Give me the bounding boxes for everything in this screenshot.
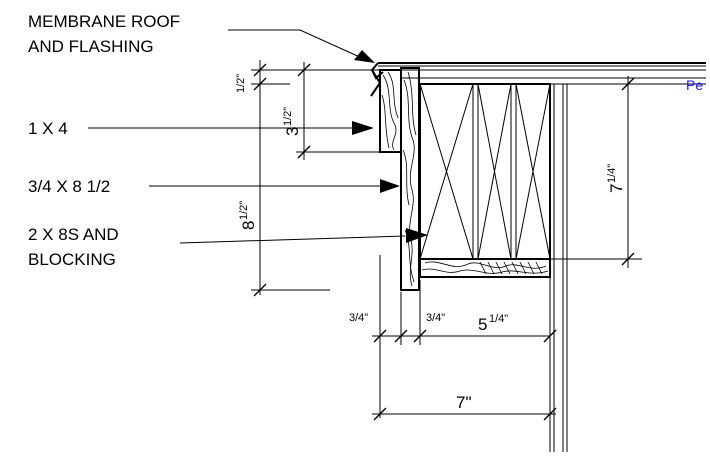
label-one-by-four: 1 X 4 xyxy=(28,119,68,138)
dim-seven-quarter-sup: 1/4" xyxy=(606,164,618,183)
dim-eight-half-sup: 1/2" xyxy=(238,201,250,220)
leader-joists xyxy=(179,228,428,244)
dim-seven: 7" xyxy=(456,393,472,412)
joists-and-blocking xyxy=(419,83,551,278)
dim-text-half: 1/2" xyxy=(235,74,247,93)
label-membrane-line2: AND FLASHING xyxy=(28,37,154,56)
label-fascia-board: 3/4 X 8 1/2 xyxy=(28,177,110,196)
dim-three-half-inch xyxy=(296,62,380,160)
dim-seven-inch xyxy=(372,407,557,421)
label-joists-line2: BLOCKING xyxy=(28,250,116,269)
flashing xyxy=(370,62,384,97)
leader-fascia xyxy=(149,179,400,193)
leader-one-by-four xyxy=(88,121,374,135)
dim-three-quarter-a: 3/4" xyxy=(349,312,368,324)
fascia-board xyxy=(400,67,420,291)
dim-half-sup: 1/2" xyxy=(235,74,247,93)
label-edge-text: Pe xyxy=(686,77,703,93)
label-joists-line1: 2 X 8S AND xyxy=(28,225,119,244)
dim-three-half-main: 3 xyxy=(283,127,302,136)
one-by-four-board xyxy=(379,69,402,153)
dim-three-half-sup: 1/2" xyxy=(282,107,294,126)
dim-half-inch xyxy=(251,60,378,295)
dim-three-quarter-b: 3/4" xyxy=(426,312,445,324)
dim-text-three-half: 3 1/2" xyxy=(282,107,302,136)
wall xyxy=(549,84,568,452)
dim-seven-quarter-inch xyxy=(550,76,642,268)
roof-deck xyxy=(378,62,706,85)
leader-membrane xyxy=(228,29,375,63)
dim-five-quarter-sup: 1/4" xyxy=(489,313,508,325)
dim-eight-half-inch xyxy=(251,283,330,297)
dim-seven-quarter-main: 7 xyxy=(607,184,626,193)
dim-eight-half-main: 8 xyxy=(239,221,258,230)
dim-text-eight-half: 8 1/2" xyxy=(238,201,258,230)
label-membrane-line1: MEMBRANE ROOF xyxy=(28,12,180,31)
dim-horizontal-row xyxy=(372,255,557,418)
dim-text-seven-quarter: 7 1/4" xyxy=(606,164,626,193)
dim-five-quarter-main: 5 xyxy=(478,315,487,334)
